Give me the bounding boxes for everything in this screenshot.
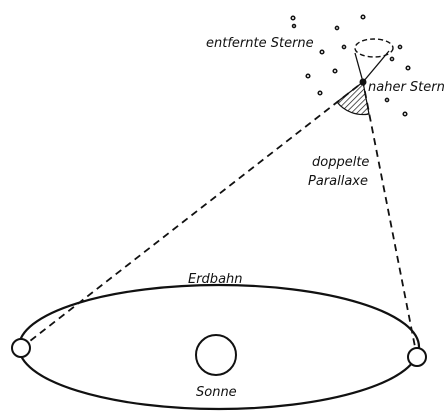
distant-star	[306, 74, 310, 78]
parallax-label-line1: doppelte	[312, 155, 369, 170]
parallax-angle	[337, 82, 369, 115]
earth-position-right	[408, 348, 426, 366]
distant-star	[398, 45, 401, 48]
near-star	[360, 79, 367, 86]
distant-star	[291, 16, 295, 20]
cone-left	[355, 53, 363, 82]
distant-star	[318, 91, 322, 95]
orbit-label: Erdbahn	[188, 272, 243, 287]
near-star-label: naher Stern	[368, 80, 445, 95]
distant-stars-label: entfernte Sterne	[206, 36, 314, 51]
distant-star	[406, 66, 410, 70]
distant-star	[293, 25, 296, 28]
distant-star	[361, 15, 365, 19]
distant-star	[403, 112, 407, 116]
sight-line-left	[21, 82, 363, 348]
parallax-label-line2: Parallaxe	[308, 174, 368, 189]
earth-position-left	[12, 339, 30, 357]
distant-star	[390, 57, 393, 60]
distant-star	[335, 26, 338, 29]
apparent-motion-ellipse	[355, 39, 393, 57]
sun-circle	[196, 335, 236, 375]
distant-star	[333, 69, 337, 73]
distant-star	[385, 98, 388, 101]
sun-label: Sonne	[196, 385, 237, 400]
distant-star	[320, 50, 324, 54]
distant-star	[342, 45, 345, 48]
